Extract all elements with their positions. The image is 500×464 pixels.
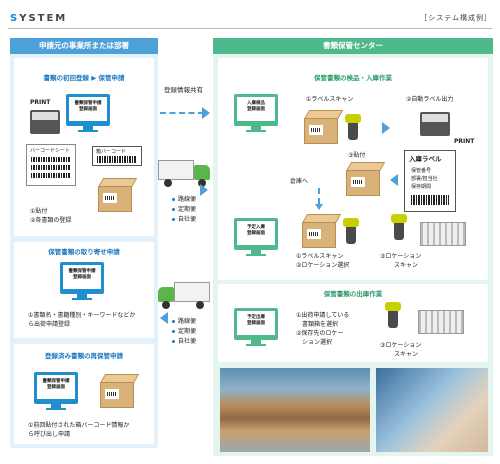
printer-icon — [30, 110, 60, 134]
delivery-bottom-1: 定期便 — [172, 328, 196, 336]
inbound-step2: ②自動ラベル出力 — [406, 96, 454, 103]
box-barcode: 箱バーコード — [92, 146, 142, 166]
monitor-inbound: 入庫検品 登録画面 — [234, 94, 278, 132]
page-subtitle: ［システム構成例］ — [420, 14, 492, 22]
barcode-sheet-label: バーコードシート — [30, 148, 71, 154]
inbound-label-line-2: 保存期間 — [411, 184, 432, 190]
monitor-restore: 書類保管申請 登録画面 — [34, 372, 78, 410]
scheduled-in-step1: ①ラベルスキャン — [296, 253, 344, 260]
box-barcode-label: 箱バーコード — [96, 149, 127, 155]
right-panel-title: 書類保管センター — [213, 38, 493, 54]
restore-box — [100, 374, 140, 408]
inbound-arrow-1 — [382, 122, 390, 134]
monitor-scheduled-in-text: 予定入庫 登録画面 — [237, 221, 275, 245]
inbound-step1: ①ラベルスキャン — [306, 96, 354, 103]
inbound-step3: ③貼付 — [348, 152, 366, 159]
inbound-label-line-0: 保管番号 — [411, 168, 432, 174]
monitor-outbound: 予定出庫 登録画面 — [234, 308, 278, 346]
printer-icon-center — [420, 112, 450, 136]
shelf-icon-2 — [418, 310, 464, 334]
scheduled-in-step3: ③ロケーション — [380, 253, 422, 260]
monitor-request-text: 書類保管申請 登録画面 — [63, 265, 101, 289]
outbound-step3: ③ロケーション — [380, 342, 422, 349]
left-request-desc2: ら出荷申請登録 — [28, 321, 71, 328]
delivery-arrow-bottom — [160, 312, 168, 324]
left-section-restore-head: 登録済み書類の再保管申請 — [45, 352, 123, 360]
tablet-photo — [376, 368, 488, 452]
left-panel-title: 申請元の事業所または部署 — [10, 38, 158, 54]
delivery-top-0: 路線便 — [172, 196, 196, 204]
scanner-icon-3 — [391, 214, 407, 240]
monitor-outbound-text: 予定出庫 登録画面 — [237, 311, 275, 335]
inbound-label-line-1: 部署/担当社 — [411, 176, 438, 182]
scheduled-in-step2: ②ロケーション選択 — [296, 262, 350, 269]
left-restore-desc1: ①前回貼付された箱バーコード情報か — [28, 422, 130, 429]
document-box — [98, 178, 138, 212]
inbound-label: 入庫ラベル 保管番号 部署/担当社 保存期間 — [404, 150, 456, 212]
outbound-step1b: 書類箱を選択 — [302, 321, 339, 328]
left-section-registration-head: 書類の初回登録 ▶ 保管申請 — [43, 74, 125, 82]
labeled-box — [346, 162, 386, 196]
warehouse-arrow — [318, 188, 320, 204]
right-section-inbound-head: 保管書類の検品・入庫作業 — [314, 74, 392, 82]
delivery-bottom-2: 自社便 — [172, 338, 196, 346]
share-arrow — [160, 112, 204, 114]
delivery-arrow-top — [200, 184, 208, 196]
print-label: PRINT — [30, 99, 51, 106]
share-arrow-head — [202, 107, 210, 119]
scanner-icon-2 — [343, 218, 359, 244]
inbound-box — [304, 110, 344, 144]
scheduled-in-step3b: スキャン — [394, 262, 419, 269]
left-restore-desc2: ら呼び出し申請 — [28, 431, 71, 438]
inbound-arrow-2 — [390, 174, 398, 186]
scanner-icon-1 — [345, 114, 361, 140]
right-section-outbound-head: 保管書類の出庫作業 — [323, 290, 383, 298]
warehouse-photo — [220, 368, 370, 452]
scanner-icon-4 — [385, 302, 401, 328]
monitor-registration-text: 書類保管申請 登録画面 — [69, 97, 107, 121]
left-step2: ②各書類の登録 — [30, 217, 72, 224]
outbound-step3b: スキャン — [394, 351, 419, 358]
outbound-step1a: ①出荷申請している — [296, 312, 350, 319]
warehouse-arrow-head — [315, 204, 323, 210]
barcode-sheet: バーコードシート — [26, 144, 76, 186]
to-warehouse-label: 倉庫へ — [290, 178, 309, 185]
inbound-label-title: 入庫ラベル — [409, 155, 442, 163]
delivery-bottom-0: 路線便 — [172, 318, 196, 326]
truck-icon-bottom — [156, 282, 210, 309]
shelf-icon — [420, 222, 466, 246]
scheduled-in-box — [302, 214, 342, 248]
monitor-request: 書類保管申請 登録画面 — [60, 262, 104, 300]
outbound-step2b: ション選択 — [302, 339, 333, 346]
monitor-scheduled-in: 予定入庫 登録画面 — [234, 218, 278, 256]
left-section-request-head: 保管書類の取り寄せ申請 — [48, 248, 120, 256]
delivery-top-1: 定期便 — [172, 206, 196, 214]
page-title: SYSTEM — [10, 13, 68, 24]
delivery-top-2: 自社便 — [172, 216, 196, 224]
header-divider — [8, 28, 492, 29]
left-step1: ①貼付 — [30, 208, 48, 215]
left-request-desc1: ①書類名・書籍種別・キーワードなどか — [28, 312, 136, 319]
outbound-step2a: ②保存先のロケー — [296, 330, 344, 337]
monitor-inbound-text: 入庫検品 登録画面 — [237, 97, 275, 121]
monitor-restore-text: 書類保管申請 登録画面 — [37, 375, 75, 399]
share-label: 登録情報共有 — [164, 86, 203, 94]
monitor-registration: 書類保管申請 登録画面 — [66, 94, 110, 132]
center-print-label: PRINT — [454, 138, 475, 145]
truck-icon-top — [158, 160, 212, 187]
